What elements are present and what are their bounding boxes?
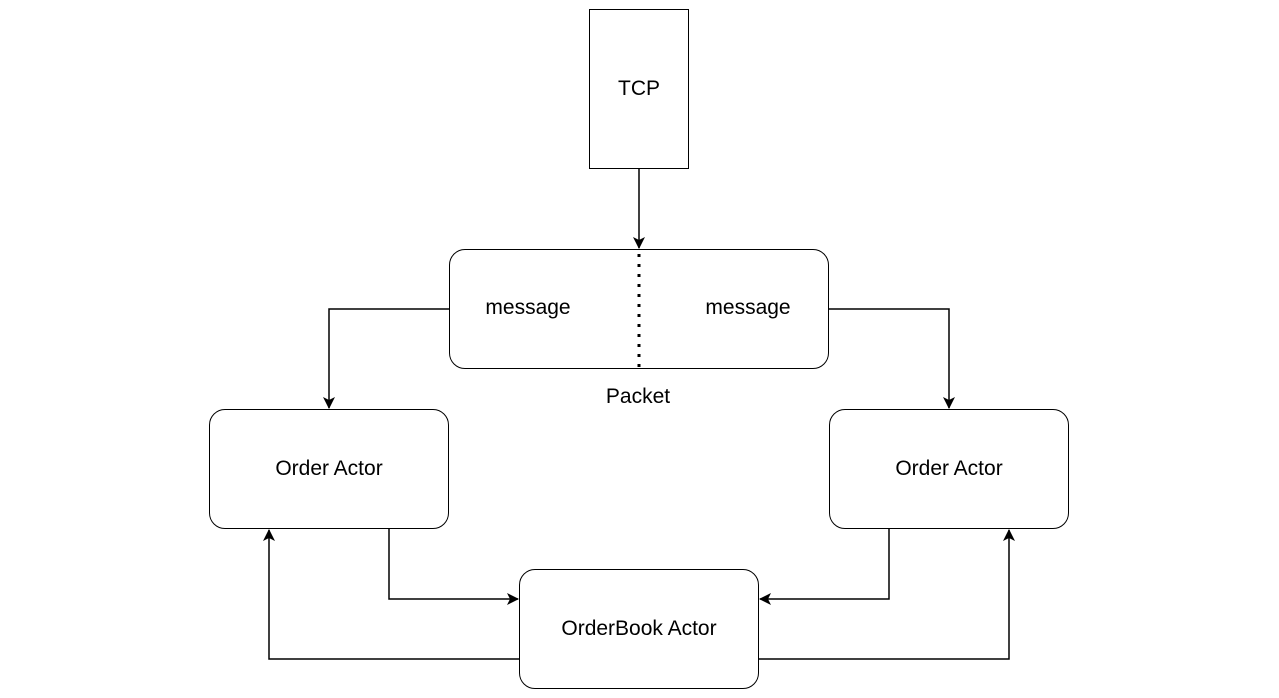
edge-packet-to-order-actor-right xyxy=(829,308,955,409)
orderbook-actor-label: OrderBook Actor xyxy=(561,617,717,640)
order-actor-left-node[interactable]: Order Actor xyxy=(209,409,449,529)
tcp-label: TCP xyxy=(618,77,660,100)
order-actor-right-label: Order Actor xyxy=(895,457,1003,480)
edge-orderbook-to-order-actor-right xyxy=(759,529,1015,660)
tcp-node[interactable]: TCP xyxy=(589,9,689,169)
edge-packet-to-order-actor-left xyxy=(323,308,449,409)
order-actor-left-label: Order Actor xyxy=(275,457,383,480)
orderbook-actor-node[interactable]: OrderBook Actor xyxy=(519,569,759,689)
packet-node[interactable] xyxy=(449,249,829,369)
packet-message-right: message xyxy=(705,296,791,319)
packet-caption: Packet xyxy=(605,385,671,408)
edge-orderbook-to-order-actor-left xyxy=(263,529,519,660)
edge-order-actor-left-to-orderbook xyxy=(388,529,519,605)
order-actor-right-node[interactable]: Order Actor xyxy=(829,409,1069,529)
packet-message-left: message xyxy=(485,296,571,319)
edge-order-actor-right-to-orderbook xyxy=(759,529,890,605)
